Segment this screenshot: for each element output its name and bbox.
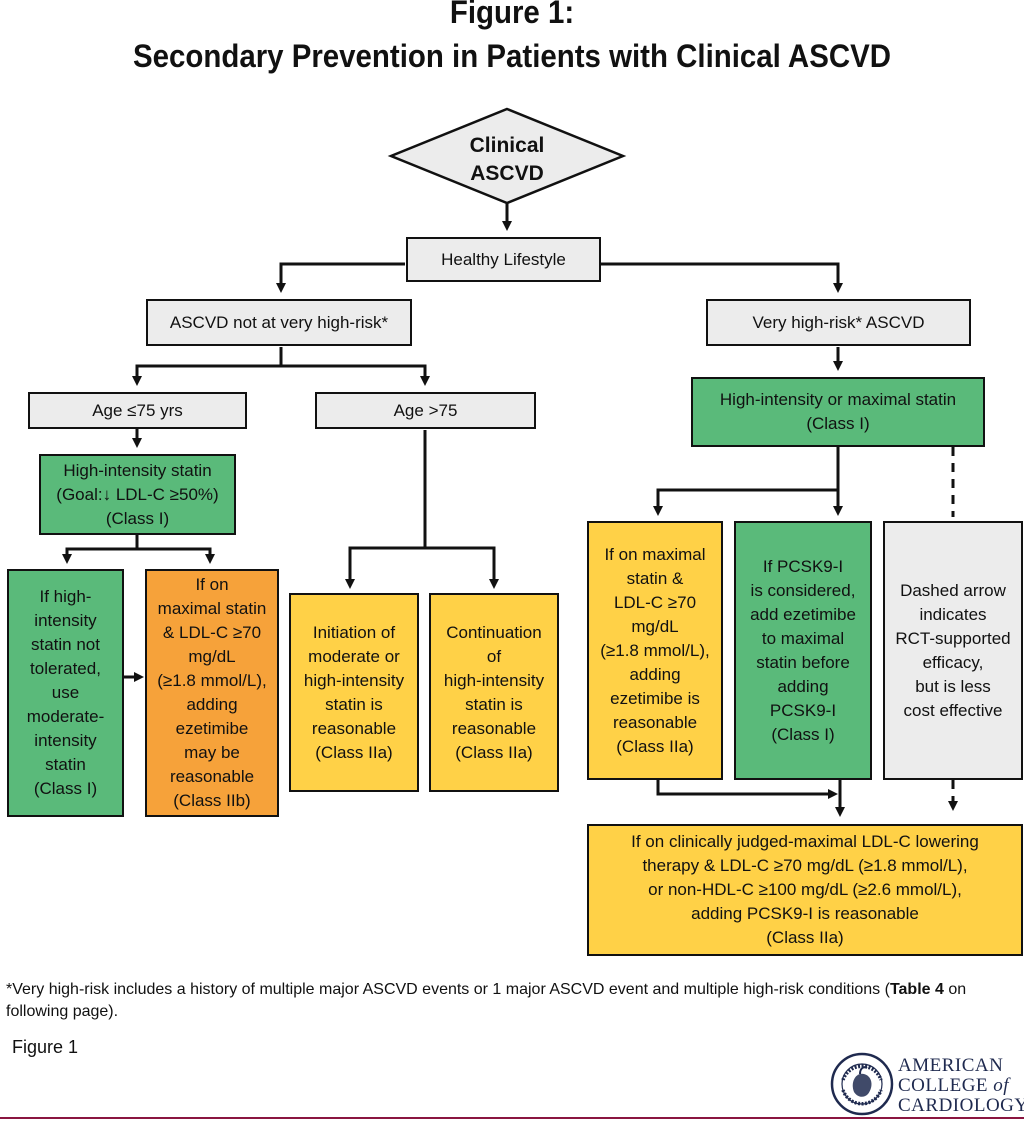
connector-age75-initiation: [345, 430, 427, 589]
healthy-lifestyle-box: Healthy Lifestyle: [406, 237, 601, 282]
connector-max-statin-to-ezetimibe: [653, 488, 838, 516]
very-high-risk-ascvd-box: Very high-risk* ASCVD: [706, 299, 971, 346]
pcsk9-reasonable-box: If on clinically judged-maximal LDL-C lo…: [587, 824, 1023, 956]
connector-statin-not-tolerated: [62, 535, 139, 564]
high-intensity-statin-box: High-intensity statin(Goal:↓ LDL-C ≥50%)…: [39, 454, 236, 535]
connector-statin-ezetimibe-iib: [137, 547, 215, 564]
connector-lifestyle-right: [601, 262, 843, 293]
acc-seal-icon: [830, 1052, 894, 1116]
bottom-rule: [0, 1117, 1024, 1119]
figure-title-line2: Secondary Prevention in Patients with Cl…: [133, 38, 891, 74]
connector-split-age-le75: [132, 347, 283, 386]
connector-lifestyle-left: [276, 262, 405, 293]
high-intensity-or-maximal-statin-box: High-intensity or maximal statin(Class I…: [691, 377, 985, 447]
footnote: *Very high-risk includes a history of mu…: [6, 981, 967, 1020]
age-le-75-box: Age ≤75 yrs: [28, 392, 247, 429]
ascvd-not-very-high-risk-box: ASCVD not at very high-risk*: [146, 299, 412, 346]
figure-title-line1: Figure 1:: [449, 0, 575, 30]
connector-age75-continuation: [425, 546, 499, 589]
figure-label: Figure 1: [12, 1037, 79, 1057]
connector-split-age-gt75: [281, 364, 430, 386]
connector-ezetimibe-to-bottom: [656, 780, 838, 799]
age-gt-75-box: Age >75: [315, 392, 536, 429]
